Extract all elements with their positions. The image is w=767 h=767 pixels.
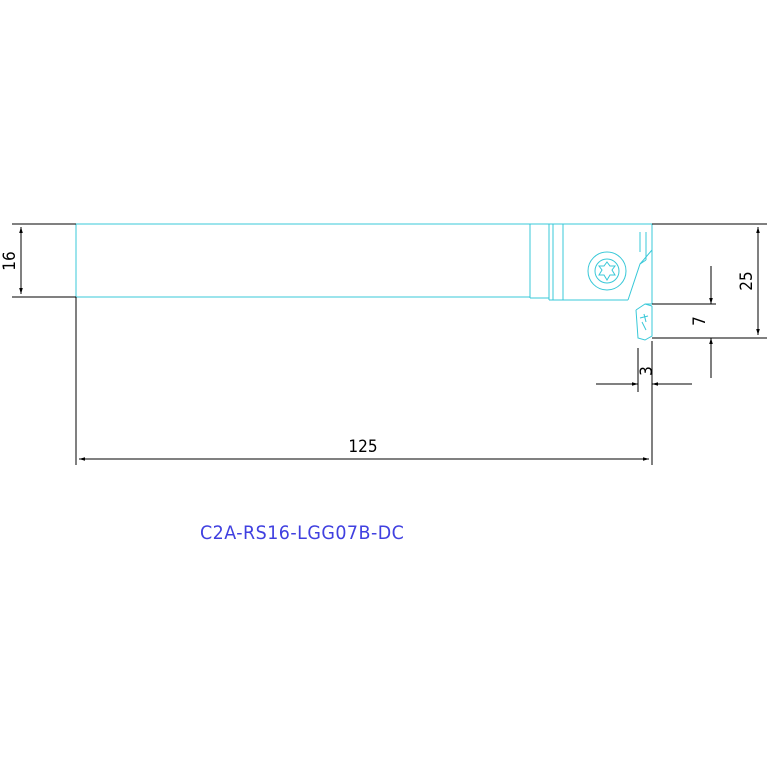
dim-shank-height: 16	[0, 251, 20, 270]
tool-outline	[75, 223, 653, 341]
dimension-lines	[12, 223, 767, 465]
dim-overall-height: 25	[737, 271, 757, 290]
dim-width: 3	[637, 366, 657, 376]
clamp-screw-icon	[587, 251, 627, 291]
dim-overall-length: 125	[348, 437, 377, 457]
part-number-label: C2A-RS16-LGG07B-DC	[200, 522, 405, 544]
dim-cut-depth: 7	[690, 316, 710, 326]
